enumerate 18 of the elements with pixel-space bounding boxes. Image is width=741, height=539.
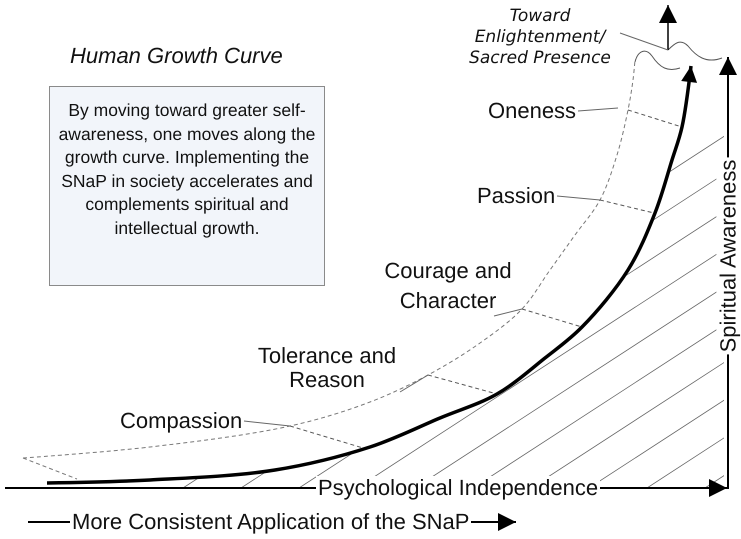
leader-line: [556, 196, 600, 200]
text-box: [49, 86, 325, 286]
stage-label: Courage and Character: [373, 256, 523, 316]
axis-label: Psychological Independence: [316, 476, 600, 500]
axis-label: Spiritual Awareness: [716, 158, 740, 354]
leader-line: [400, 374, 428, 392]
stage-label: Tolerance and Reason: [252, 344, 402, 392]
description-text: By moving toward greater self-awareness, one moves along the growth curve. Implementing the SNaP in society accelerates and complements spiritual and intellectual growth.: [58, 99, 316, 240]
stage-label: Compassion: [120, 409, 242, 433]
leader-line: [244, 420, 290, 426]
stage-label: Oneness: [488, 99, 576, 123]
stage-label: Toward Enlightenment/ Sacred Presence: [452, 6, 628, 69]
diagram-title: Human Growth Curve: [70, 44, 283, 68]
direction-label: More Consistent Application of the SNaP: [70, 510, 472, 534]
leader-line: [578, 108, 618, 112]
leader-line: [494, 308, 522, 316]
stage-label: Passion: [477, 184, 556, 208]
leader-line: [620, 32, 668, 50]
